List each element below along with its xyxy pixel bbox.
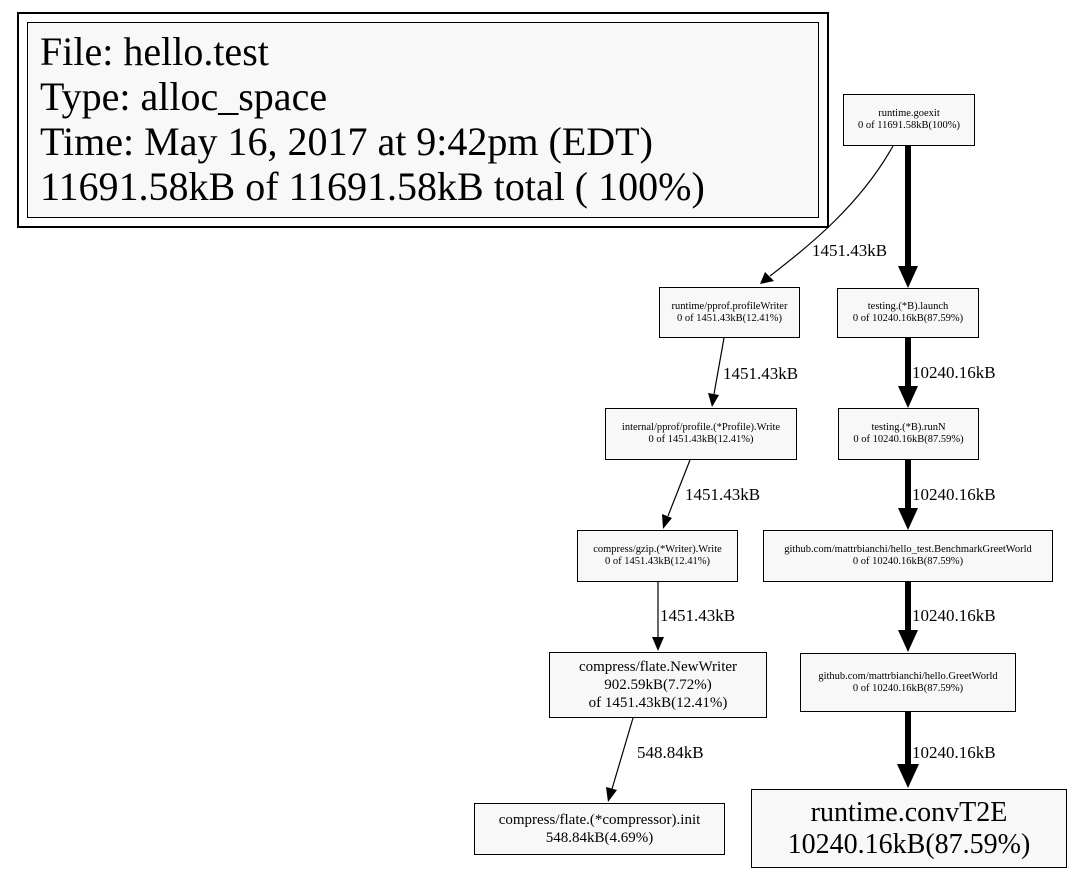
node-label: testing.(*B).launch [867,301,949,312]
node-stats: of 1451.43kB(12.41%) [588,695,728,711]
edge-greetworld-convt2e-arrowhead [897,764,919,788]
node-flate-newwriter[interactable]: compress/flate.NewWriter 902.59kB(7.72%)… [549,652,767,718]
node-label: runtime.goexit [878,108,940,119]
edge-label-greetworld-convt2e: 10240.16kB [912,743,996,762]
legend-total: 11691.58kB of 11691.58kB total ( 100%) [40,164,705,209]
node-stats: 0 of 1451.43kB(12.41%) [648,434,754,445]
node-pprof-profilewriter[interactable]: runtime/pprof.profileWriter 0 of 1451.43… [659,287,800,338]
legend-box: File: hello.test Type: alloc_space Time:… [27,22,819,218]
edge-goexit-profilewriter [769,145,894,277]
edge-label-runn-benchmark: 10240.16kB [912,485,996,504]
edge-newwriter-compinit [611,717,634,790]
node-label: compress/gzip.(*Writer).Write [593,544,722,555]
node-stats: 0 of 11691.58kB(100%) [858,120,960,131]
node-compressor-init[interactable]: compress/flate.(*compressor).init 548.84… [474,803,725,855]
node-label: compress/flate.NewWriter [578,659,738,675]
edge-label-goexit-profilewriter: 1451.43kB [812,241,888,260]
legend-frame [17,12,829,228]
node-testing-b-launch[interactable]: testing.(*B).launch 0 of 10240.16kB(87.5… [837,288,979,338]
edge-gzipwrite-newwriter-arrowhead [652,637,664,651]
edge-benchmark-greetworld-arrowhead [898,630,918,652]
legend-file: File: hello.test [40,29,269,74]
legend-time: Time: May 16, 2017 at 9:42pm (EDT) [40,119,653,164]
node-stats: 0 of 1451.43kB(12.41%) [605,556,710,567]
node-stats: 548.84kB(4.69%) [545,830,654,846]
node-hello-greetworld[interactable]: github.com/mattrbianchi/hello.GreetWorld… [800,653,1016,712]
node-runtime-convt2e[interactable]: runtime.convT2E 10240.16kB(87.59%) [751,789,1067,868]
legend-type: Type: alloc_space [40,74,328,119]
node-label: compress/flate.(*compressor).init [498,812,701,828]
edge-newwriter-compinit-arrowhead [606,787,617,802]
node-label: internal/pprof/profile.(*Profile).Write [621,422,781,433]
node-profile-write[interactable]: internal/pprof/profile.(*Profile).Write … [605,408,797,460]
edge-goexit-launch-arrowhead [898,266,918,288]
node-stats: 0 of 10240.16kB(87.59%) [852,313,964,324]
node-label: runtime.convT2E [810,796,1008,828]
edge-profilewriter-profilewrite [713,337,725,395]
node-stats: 0 of 10240.16kB(87.59%) [852,682,964,694]
edge-label-profilewriter-profilewrite: 1451.43kB [723,364,799,383]
node-label: github.com/mattrbianchi/hello.GreetWorld [818,670,998,682]
node-gzip-writer-write[interactable]: compress/gzip.(*Writer).Write 0 of 1451.… [577,530,738,582]
node-benchmark-greetworld[interactable]: github.com/mattrbianchi/hello_test.Bench… [763,530,1053,582]
edge-label-gzipwrite-newwriter: 1451.43kB [660,606,736,625]
edge-label-newwriter-compinit: 548.84kB [637,743,704,762]
node-stats: 0 of 1451.43kB(12.41%) [677,312,782,324]
edge-label-benchmark-greetworld: 10240.16kB [912,606,996,625]
node-label: runtime/pprof.profileWriter [671,300,788,312]
node-label: testing.(*B).runN [871,422,946,433]
node-runtime-goexit[interactable]: runtime.goexit 0 of 11691.58kB(100%) [843,94,975,146]
edge-runn-benchmark-arrowhead [898,508,918,530]
node-label: github.com/mattrbianchi/hello_test.Bench… [784,544,1032,555]
edge-goexit-profilewriter-arrowhead [760,272,774,284]
node-flat-stats: 902.59kB(7.72%) [604,677,712,693]
edge-profilewriter-profilewrite-arrowhead [708,393,719,407]
node-stats: 10240.16kB(87.59%) [787,828,1031,860]
edge-launch-runn-arrowhead [898,386,918,408]
edge-profilewrite-gzipwrite-arrowhead [662,514,672,529]
node-stats: 0 of 10240.16kB(87.59%) [853,434,964,445]
node-testing-b-runn[interactable]: testing.(*B).runN 0 of 10240.16kB(87.59%… [838,408,979,460]
edge-label-launch-runn: 10240.16kB [912,363,996,382]
edge-label-profilewrite-gzipwrite: 1451.43kB [685,485,761,504]
edge-profilewrite-gzipwrite [667,459,691,517]
node-stats: 0 of 10240.16kB(87.59%) [852,556,964,567]
